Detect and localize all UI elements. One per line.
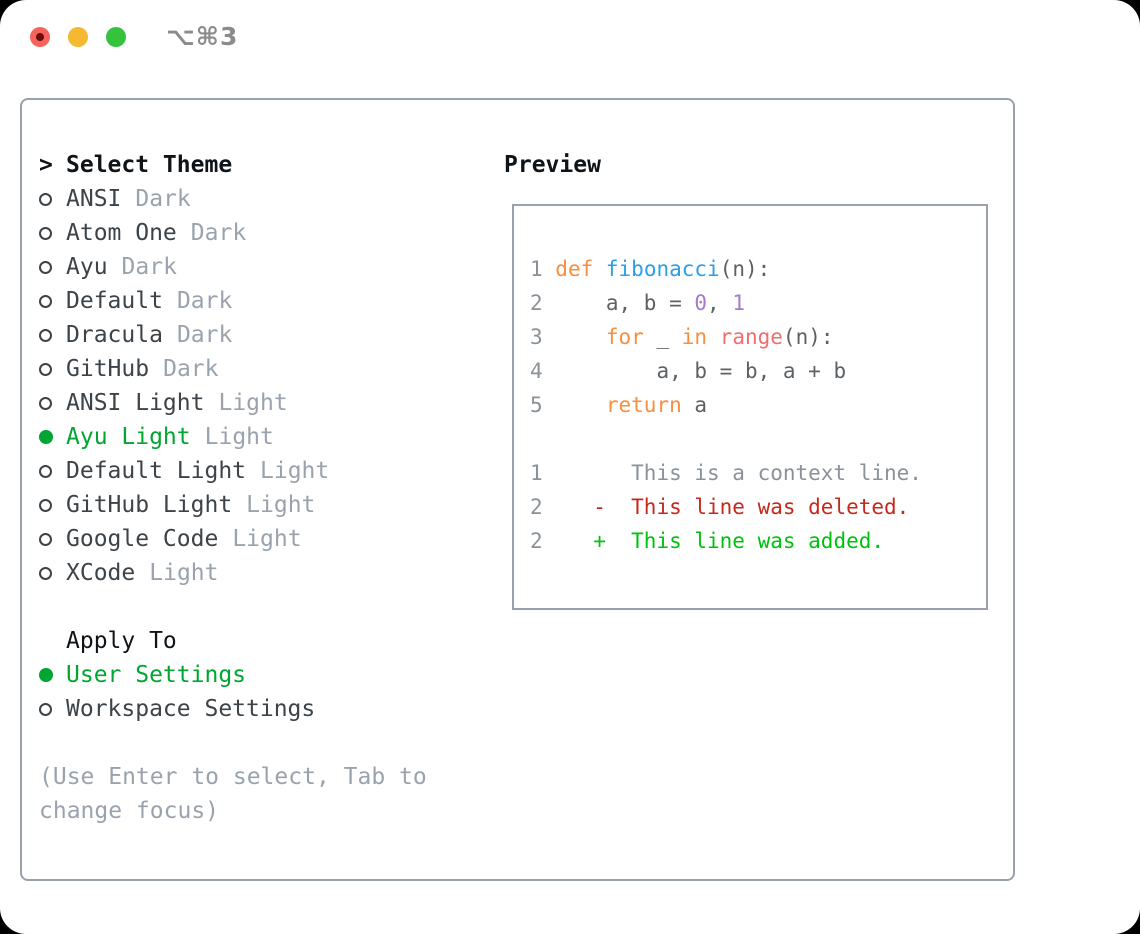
- radio-icon: [39, 362, 52, 376]
- radio-icon: [39, 702, 52, 716]
- option-label: Google Code: [66, 526, 219, 552]
- option-variant-label: Dark: [135, 186, 191, 212]
- option-variant-label: Light: [204, 424, 274, 450]
- window-title-shortcut: ⌥⌘3: [166, 22, 239, 51]
- option-label: ANSI: [66, 186, 122, 212]
- titlebar: ⌥⌘3: [0, 0, 1140, 98]
- cursor-icon: >: [39, 152, 53, 178]
- theme-option[interactable]: Ayu Light Light: [39, 420, 329, 454]
- option-label: Ayu Light: [66, 424, 191, 450]
- code-line: 2 a, b = 0, 1: [530, 291, 745, 315]
- theme-option[interactable]: Default Light Light: [39, 454, 329, 488]
- option-variant-label: Light: [218, 390, 288, 416]
- zoom-button[interactable]: [106, 27, 126, 47]
- theme-option[interactable]: Ayu Dark: [39, 250, 329, 284]
- radio-icon: [39, 260, 52, 274]
- option-label: ANSI Light: [66, 390, 205, 416]
- theme-option[interactable]: Atom One Dark: [39, 216, 329, 250]
- option-variant-label: Dark: [176, 288, 233, 314]
- select-theme-label: Select Theme: [66, 152, 233, 178]
- option-label: Dracula: [66, 322, 163, 348]
- code-line: 3 for _ in range(n):: [530, 325, 834, 349]
- radio-icon: [39, 328, 52, 342]
- code-line: 4 a, b = b, a + b: [530, 359, 847, 383]
- apply-target-option[interactable]: User Settings: [39, 658, 315, 692]
- code-line: 5 return a: [530, 393, 708, 417]
- radio-icon: [39, 464, 52, 478]
- hint-line: change focus): [39, 798, 220, 824]
- apply-to-label: Apply To: [66, 628, 177, 654]
- radio-icon: [39, 532, 52, 546]
- option-label: User Settings: [66, 662, 247, 688]
- radio-icon: [39, 192, 52, 206]
- option-variant-label: Light: [246, 492, 316, 518]
- hint-line: (Use Enter to select, Tab to: [39, 764, 427, 790]
- theme-option[interactable]: Google Code Light: [39, 522, 329, 556]
- theme-option[interactable]: ANSI Light Light: [39, 386, 329, 420]
- code-preview: 1 def fibonacci(n): 2 a, b = 0, 1 3 for _ …: [530, 252, 982, 558]
- option-variant-label: Light: [232, 526, 302, 552]
- close-button[interactable]: [30, 27, 50, 47]
- option-label: XCode: [66, 560, 136, 586]
- option-label: GitHub Light: [66, 492, 233, 518]
- option-label: Default: [66, 288, 163, 314]
- apply-target-option[interactable]: Workspace Settings: [39, 692, 315, 726]
- code-line: 2 - This line was deleted.: [530, 495, 910, 519]
- option-label: Atom One: [66, 220, 177, 246]
- radio-selected-icon: [39, 668, 53, 682]
- radio-icon: [39, 566, 52, 580]
- preview-title: Preview: [504, 152, 601, 178]
- radio-selected-icon: [39, 430, 53, 444]
- theme-option[interactable]: GitHub Dark: [39, 352, 329, 386]
- theme-option[interactable]: ANSI Dark: [39, 182, 329, 216]
- radio-icon: [39, 396, 52, 410]
- option-variant-label: Dark: [176, 322, 233, 348]
- unsaved-dot-icon: [36, 33, 44, 41]
- option-label: Workspace Settings: [66, 696, 316, 722]
- theme-option[interactable]: Default Dark: [39, 284, 329, 318]
- theme-option[interactable]: Dracula Dark: [39, 318, 329, 352]
- option-variant-label: Dark: [190, 220, 247, 246]
- option-label: Ayu: [66, 254, 108, 280]
- code-line: 1 def fibonacci(n):: [530, 257, 771, 281]
- option-label: GitHub: [66, 356, 150, 382]
- option-variant-label: Light: [260, 458, 330, 484]
- radio-icon: [39, 226, 52, 240]
- code-line: [530, 422, 982, 456]
- option-variant-label: Light: [149, 560, 219, 586]
- select-theme-header: > Select Theme: [39, 148, 329, 182]
- apply-to-header: Apply To: [39, 624, 315, 658]
- theme-option[interactable]: GitHub Light Light: [39, 488, 329, 522]
- option-variant-label: Dark: [121, 254, 177, 280]
- code-line: 2 + This line was added.: [530, 529, 885, 553]
- option-variant-label: Dark: [163, 356, 219, 382]
- minimize-button[interactable]: [68, 27, 88, 47]
- code-line: 1 This is a context line.: [530, 461, 922, 485]
- theme-option[interactable]: XCode Light: [39, 556, 329, 590]
- option-label: Default Light: [66, 458, 247, 484]
- keyboard-hint: (Use Enter to select, Tab to change focus…: [39, 760, 427, 828]
- radio-icon: [39, 294, 52, 308]
- radio-icon: [39, 498, 52, 512]
- preview-box: 1 def fibonacci(n): 2 a, b = 0, 1 3 for _ …: [512, 204, 988, 610]
